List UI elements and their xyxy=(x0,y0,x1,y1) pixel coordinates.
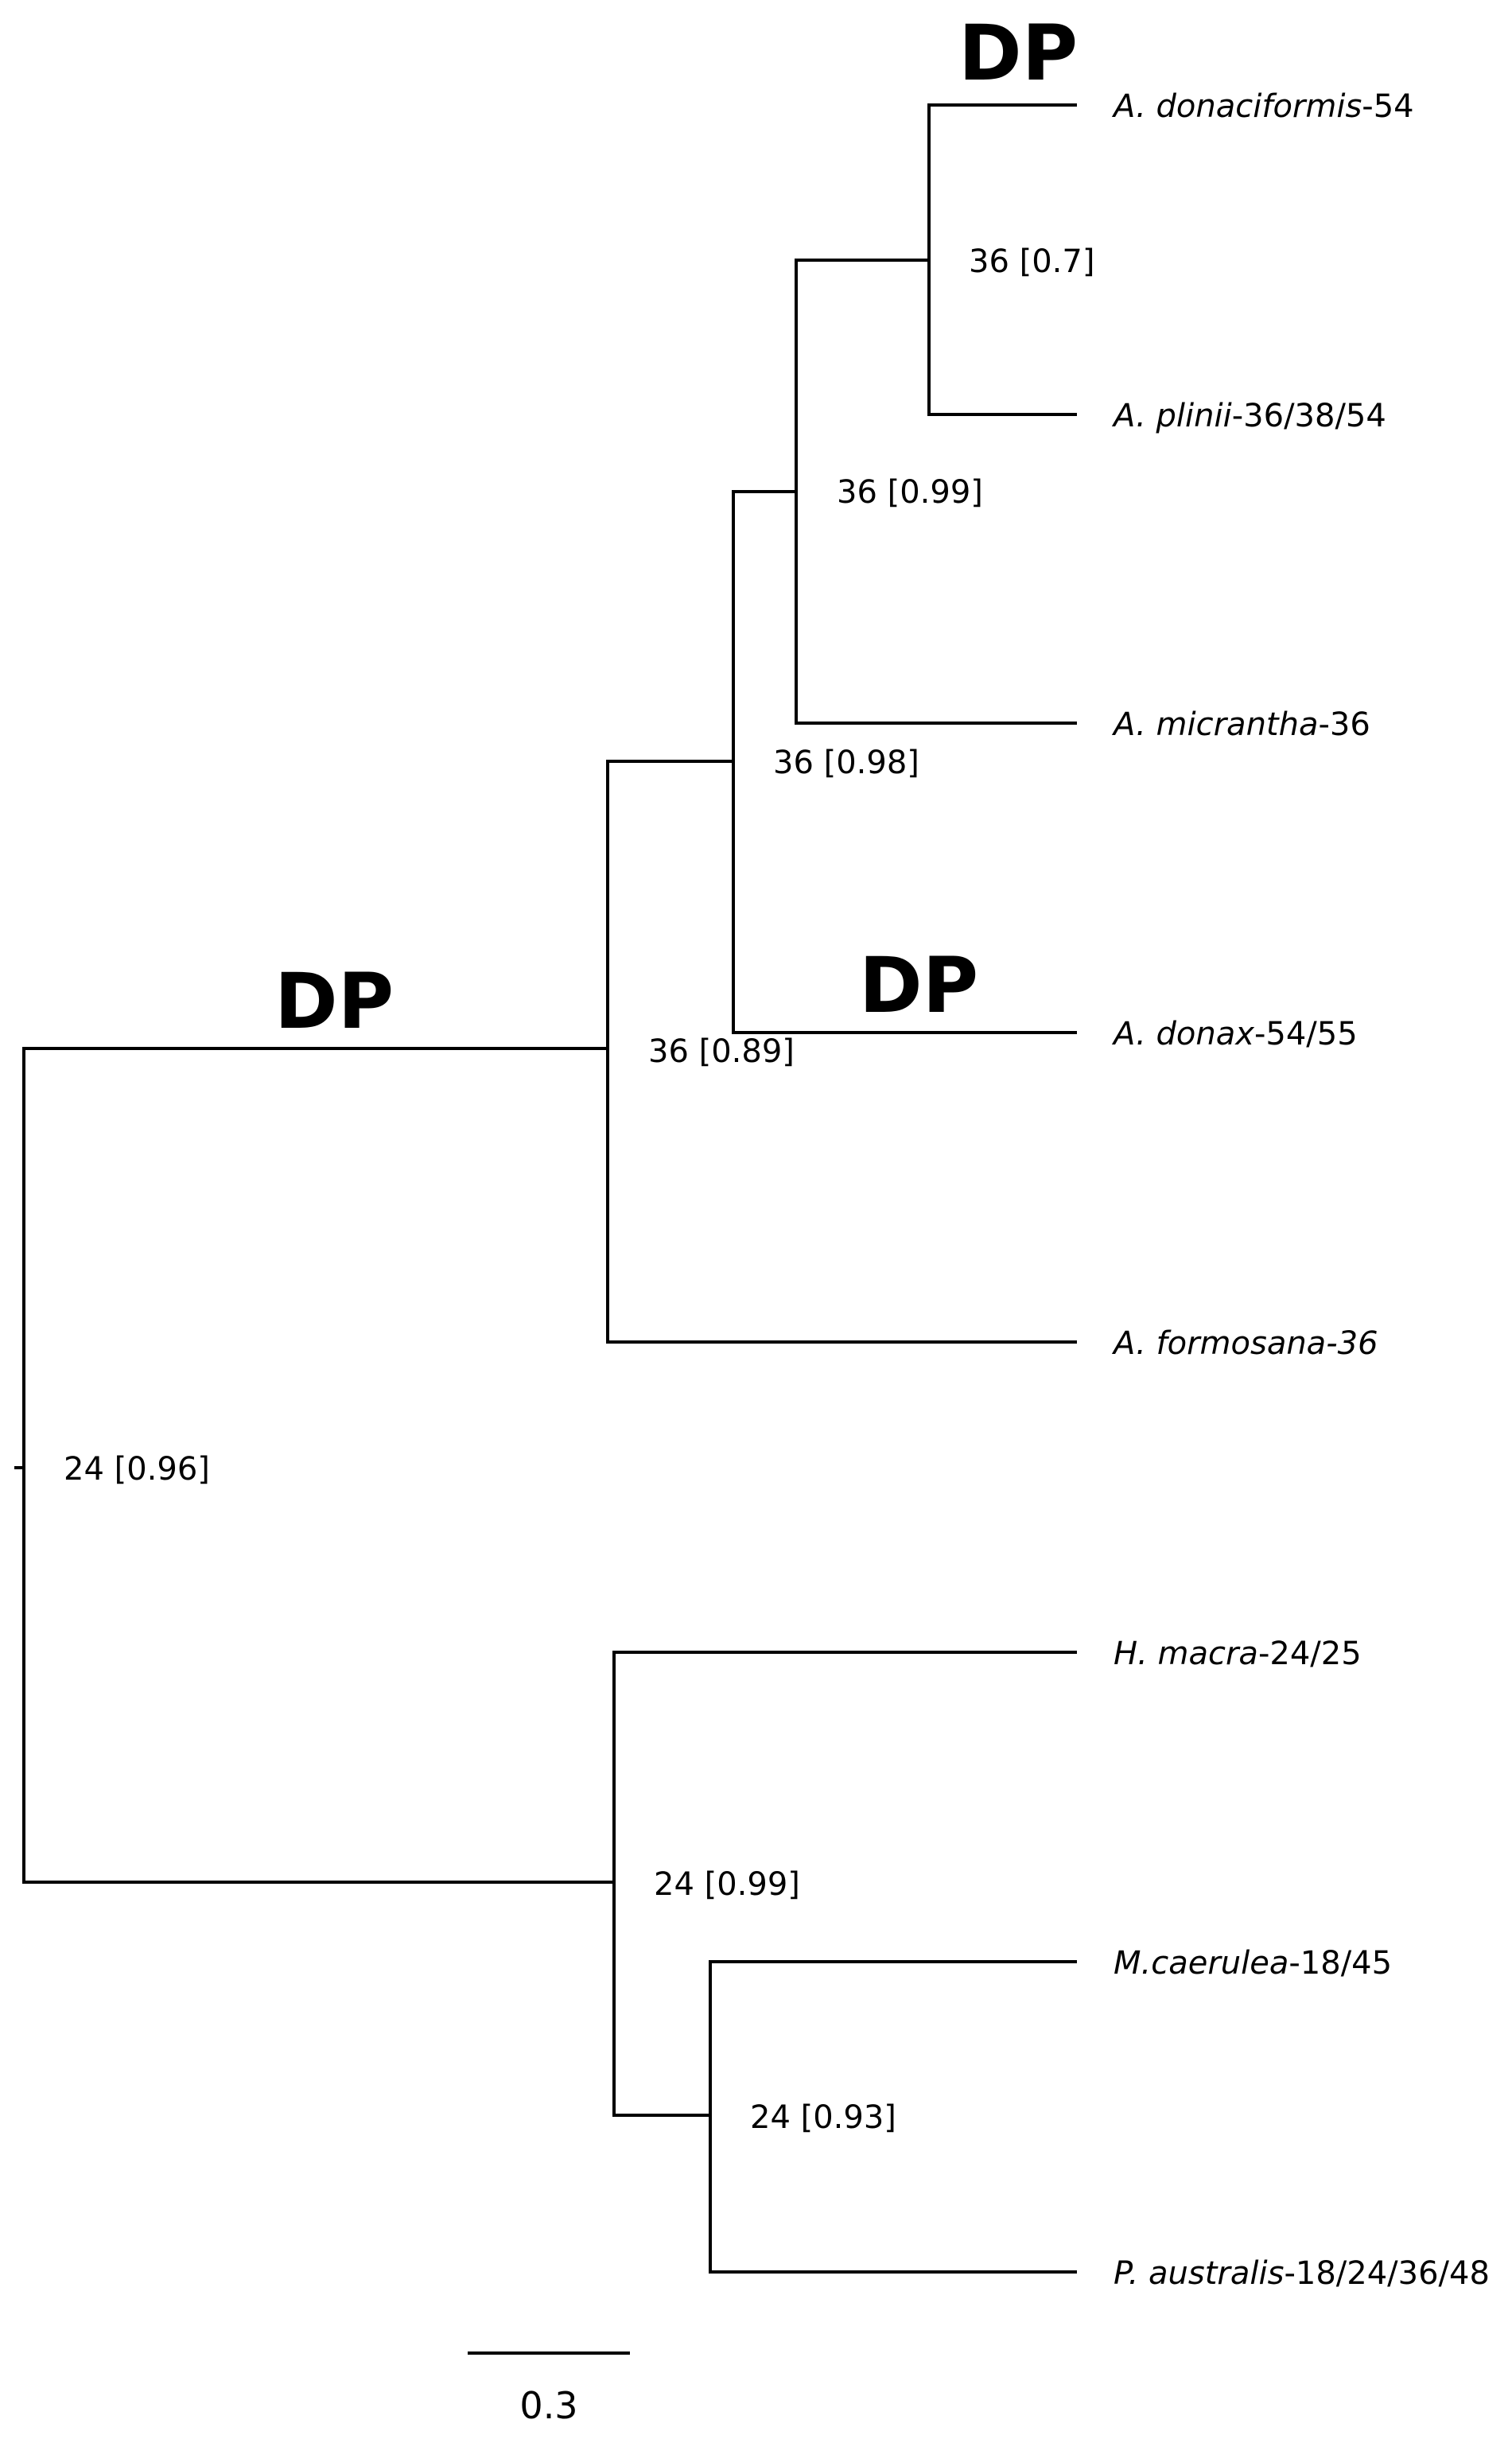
node-label-h-macra: 24 [0.99] xyxy=(654,1866,800,1903)
node-label-arundo: 36 [0.89] xyxy=(648,1033,795,1070)
scale-bar-label: 0.3 xyxy=(519,2384,577,2427)
tip-label-m-caerulea: M.caerulea-18/45 xyxy=(1114,1945,1392,1982)
dp-label-arundo-stem: DP xyxy=(274,957,394,1046)
tip-label-a-donax: A. donax-54/55 xyxy=(1111,1016,1358,1052)
tip-label-a-formosana: A. formosana-36 xyxy=(1111,1325,1378,1362)
dp-label-donax: DP xyxy=(859,941,978,1030)
node-label-root: 24 [0.96] xyxy=(64,1451,210,1488)
node-label-donax: 36 [0.98] xyxy=(773,745,919,781)
tip-label-h-macra: H. macra-24/25 xyxy=(1114,1636,1362,1672)
dp-label-donaciformis: DP xyxy=(958,9,1078,98)
tip-label-p-australis: P. australis-18/24/36/48 xyxy=(1114,2255,1490,2292)
node-label-donaciformis-plinii: 36 [0.7] xyxy=(969,243,1094,280)
node-label-molinia-phragmites: 24 [0.93] xyxy=(750,2099,896,2136)
tip-label-a-micrantha: A. micrantha-36 xyxy=(1111,706,1370,743)
tip-label-a-plinii: A. plinii-36/38/54 xyxy=(1111,398,1386,434)
node-label-micrantha: 36 [0.99] xyxy=(837,474,983,511)
tip-label-a-donaciformis: A. donaciformis-54 xyxy=(1111,88,1414,125)
